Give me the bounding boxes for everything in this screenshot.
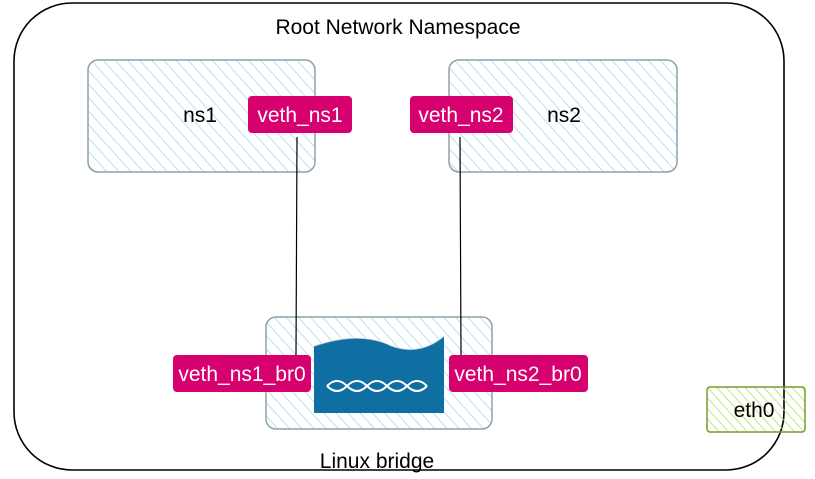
eth0-label: eth0	[734, 399, 775, 422]
namespace-ns2[interactable]: ns2	[448, 59, 678, 173]
bridge-icon	[313, 335, 445, 413]
link-ns1-to-bridge	[295, 136, 298, 356]
namespace-ns2-label: ns2	[547, 104, 581, 127]
link-ns2-to-bridge	[459, 136, 462, 356]
root-namespace-title: Root Network Namespace	[275, 16, 520, 39]
veth-ns1-br0[interactable]: veth_ns1_br0	[173, 355, 311, 392]
veth-ns1-label: veth_ns1	[257, 104, 342, 127]
veth-ns2-br0-pill	[449, 355, 588, 392]
linux-bridge-label: Linux bridge	[320, 450, 434, 473]
eth0-interface[interactable]: eth0	[706, 386, 806, 433]
root-namespace: Root Network Namespace	[13, 2, 785, 471]
veth-ns2-label: veth_ns2	[418, 104, 503, 127]
eth0-box	[706, 386, 806, 433]
veth-ns1-br0-label: veth_ns1_br0	[178, 363, 305, 386]
namespace-ns1-label: ns1	[183, 104, 217, 127]
veth-ns2-br0-label: veth_ns2_br0	[454, 363, 581, 386]
veth-ns2-pill	[410, 96, 513, 133]
veth-ns2-br0[interactable]: veth_ns2_br0	[449, 355, 588, 392]
veth-ns2[interactable]: veth_ns2	[410, 96, 513, 133]
veth-ns1-br0-pill	[173, 355, 311, 392]
veth-ns1-pill	[248, 96, 352, 133]
root-namespace-border	[13, 2, 785, 471]
veth-ns1[interactable]: veth_ns1	[248, 96, 352, 133]
